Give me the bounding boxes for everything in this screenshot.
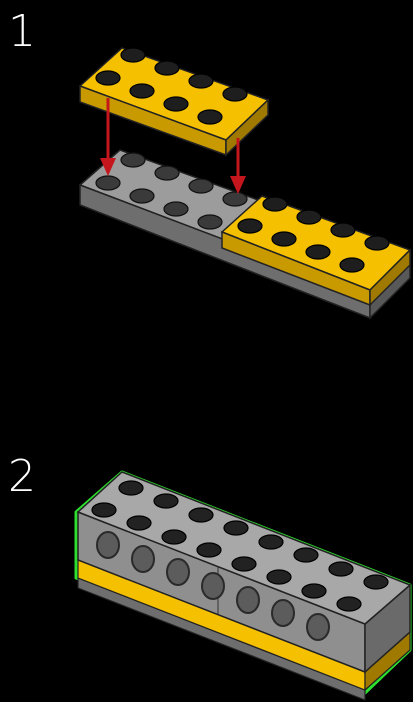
yellow-plate-placed (220, 195, 412, 307)
step-2-number: 2 (8, 451, 36, 502)
down-arrow-icon (100, 98, 116, 176)
yellow-plate-floating (78, 47, 270, 157)
assembled-brick (74, 470, 412, 701)
step-1-number: 1 (8, 6, 36, 57)
down-arrow-icon (230, 138, 246, 194)
gray-plate-studs (95, 152, 248, 230)
